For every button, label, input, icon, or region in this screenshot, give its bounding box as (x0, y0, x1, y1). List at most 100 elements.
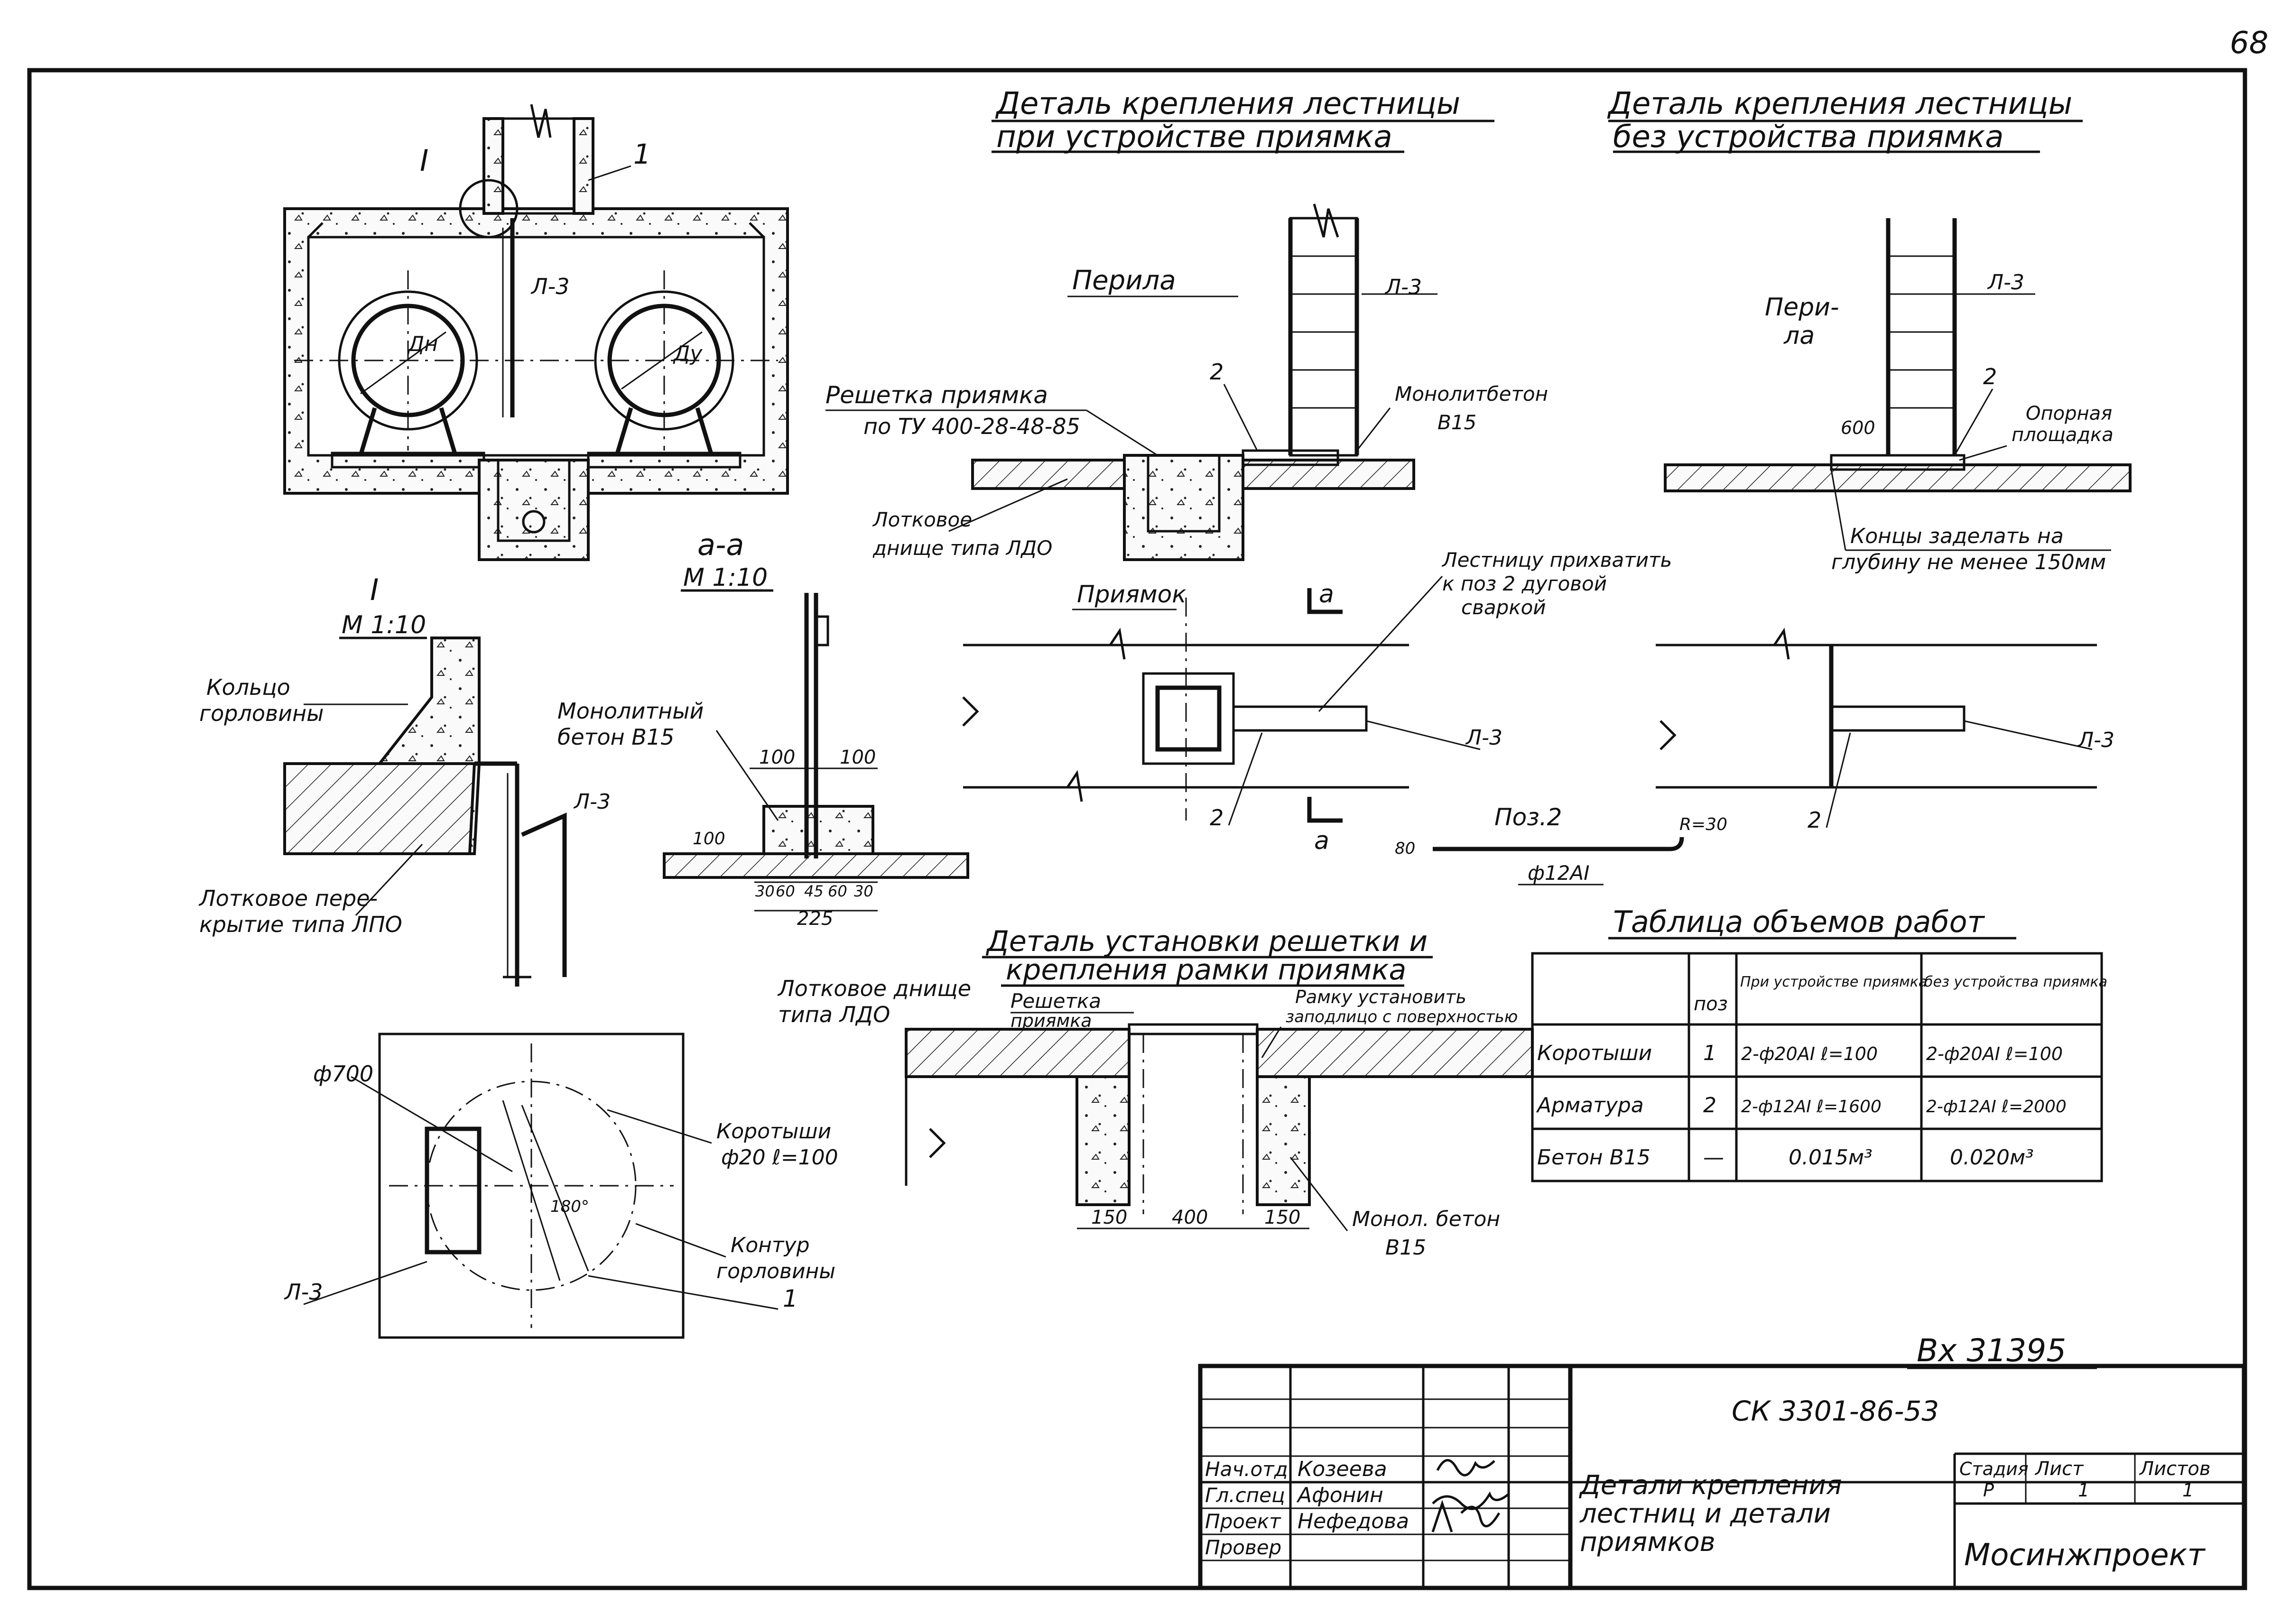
label-weld-2: к поз 2 дуговой (1442, 572, 1607, 595)
dim-aa-60a: 60 (776, 882, 795, 900)
label-tray-cover-2: крытие типа ЛПО (199, 912, 402, 937)
grate-detail: Деталь установки решетки и крепления рам… (777, 925, 1534, 1260)
label-grate-2: по ТУ 400-28-48-85 (863, 414, 1080, 439)
node-i-title: I (370, 572, 379, 607)
label-grate-1: Решетка приямка (825, 381, 1048, 409)
label-monolith-2: бетон В15 (557, 724, 674, 750)
role-1: Нач.отд (1205, 1458, 1288, 1481)
section-aa-detail: а-а М 1:10 Монолитный бетон В15 100 100 … (557, 527, 969, 930)
label-du: Ду (673, 341, 703, 366)
section-aa-scale: М 1:10 (683, 563, 768, 592)
stage-value: Р (1983, 1480, 1994, 1501)
label-pos1-neck: 1 (783, 1285, 798, 1312)
volume-table: Таблица объемов работ поз При устройстве… (1531, 904, 2107, 1182)
role-3: Проект (1205, 1510, 1281, 1533)
label-contour-1: Контур (731, 1233, 810, 1257)
td-r1c3: 2-ф20АI ℓ=100 (1741, 1043, 1878, 1064)
label-dim-600: 600 (1841, 417, 1875, 438)
label-l3-node: Л-3 (573, 790, 611, 814)
name-2: Афонин (1296, 1483, 1383, 1507)
td-r1c2: 1 (1703, 1041, 1716, 1065)
td-r3c2: — (1703, 1145, 1724, 1170)
label-l3-plan: Л-3 (1465, 726, 1502, 750)
sheet-title-2: лестниц и детали (1579, 1498, 1831, 1529)
sheets-header: Листов (2139, 1458, 2210, 1480)
label-pos2-plan: 2 (1210, 805, 1224, 830)
label-poz2: Поз.2 (1494, 803, 1562, 831)
td-r2c3: 2-ф12АI ℓ=1600 (1741, 1097, 1882, 1116)
dim-aa-100a: 100 (759, 747, 795, 768)
label-l3-with-pit: Л-3 (1384, 275, 1422, 299)
pit-plan: Приямок а а Лестницу прихватить к поз 2 … (962, 548, 1672, 855)
label-contour-2: горловины (716, 1259, 835, 1283)
heading-without-pit-1: Деталь крепления лестницы (1607, 86, 2072, 121)
stage-header: Стадия (1959, 1458, 2029, 1479)
label-tray-bottom2-1: Лотковое днище (777, 976, 971, 1001)
label-railing: Перила (1072, 265, 1176, 296)
td-r2c4: 2-ф12АI ℓ=2000 (1926, 1097, 2067, 1116)
td-r3c3: 0.015м³ (1789, 1145, 1873, 1170)
label-rebar-12: ф12АI (1528, 861, 1589, 885)
label-tray-bottom-2: днище типа ЛДО (872, 536, 1052, 560)
chamber-section: I 1 Л-3 Дн Ду (283, 104, 789, 561)
node-i-scale: М 1:10 (342, 611, 426, 639)
node-i-detail: I М 1:10 Кольцо горловины Л-3 Лотковое п… (198, 572, 611, 987)
label-pit: Приямок (1077, 581, 1186, 608)
label-ends-1: Концы заделать на (1850, 524, 2064, 548)
name-1: Козеева (1298, 1457, 1387, 1481)
label-angle-180: 180° (550, 1197, 589, 1216)
td-r3c4: 0.020м³ (1950, 1145, 2034, 1170)
dim-aa-30a: 30 (755, 882, 775, 900)
sheet-value: 1 (2078, 1480, 2089, 1501)
label-neck-ring-2: горловины (199, 701, 324, 726)
sheet-header: Лист (2034, 1458, 2084, 1480)
label-short-bars-1: Коротыши (716, 1119, 831, 1144)
dim-grate-150b: 150 (1264, 1207, 1300, 1228)
cut-a-bottom: а (1314, 827, 1329, 855)
label-ends-2: глубину не менее 150мм (1831, 550, 2106, 574)
label-pos2-plan-right: 2 (1808, 807, 1821, 833)
plan-without-pit: Л-3 2 (1656, 627, 2114, 833)
organization: Мосинжпроект (1964, 1538, 2206, 1573)
dim-grate-400: 400 (1172, 1207, 1208, 1228)
label-l3-chamber: Л-3 (530, 274, 569, 299)
sheet-title-1: Детали крепления (1578, 1470, 1842, 1501)
signature-3 (1431, 1500, 1501, 1532)
label-weld-3: сваркой (1461, 596, 1546, 619)
th-pos: поз (1694, 993, 1728, 1015)
title-block: СК 3301-86-53 Нач.отд Гл.спец Проект Про… (1198, 1364, 2246, 1590)
label-pos2-with-pit: 2 (1210, 359, 1224, 385)
dim-aa-60b: 60 (828, 882, 847, 900)
label-support-1: Опорная (2026, 403, 2112, 424)
th-with-pit: При устройстве приямка (1740, 974, 1927, 990)
role-2: Гл.спец (1205, 1484, 1285, 1507)
label-weld-1: Лестницу прихватить (1441, 548, 1672, 572)
label-railing-1: Пери- (1765, 293, 1839, 322)
detail-without-pit: Деталь крепления лестницы без устройства… (1607, 86, 2132, 574)
sheet-number: 68 (2230, 26, 2268, 61)
detail-with-pit: Деталь крепления лестницы при устройстве… (825, 86, 1548, 561)
label-dn: Дн (407, 332, 438, 356)
label-monolith-1: Монолитный (557, 698, 704, 724)
label-monolith-top-1: Монолитбетон (1395, 382, 1548, 406)
label-frame-1: Рамку установить (1295, 987, 1466, 1007)
cut-a-top: а (1319, 580, 1334, 609)
td-r3c1: Бетон В15 (1537, 1145, 1650, 1170)
dim-aa-100b: 100 (840, 747, 876, 768)
label-l3-without-pit: Л-3 (1987, 270, 2024, 295)
label-tray-bottom-1: Лотковое (872, 508, 972, 531)
heading-grate-1: Деталь установки решетки и (985, 925, 1428, 958)
td-r1c1: Коротыши (1537, 1041, 1652, 1065)
dim-aa-45: 45 (804, 882, 824, 900)
label-grate-pit-2: приямка (1011, 1010, 1092, 1031)
inventory-number: Вх 31395 (1917, 1332, 2066, 1369)
label-l3-neck: Л-3 (284, 1279, 323, 1305)
label-monol-2: В15 (1385, 1236, 1426, 1260)
td-r2c1: Арматура (1536, 1093, 1644, 1117)
label-tray-cover-1: Лотковое пере- (198, 886, 378, 911)
dim-aa-100c: 100 (693, 829, 725, 849)
th-without-pit: без устройства приямка (1924, 974, 2107, 990)
label-r30: R=30 (1679, 815, 1727, 834)
label-frame-2: заподлицо с поверхностью (1286, 1007, 1518, 1026)
